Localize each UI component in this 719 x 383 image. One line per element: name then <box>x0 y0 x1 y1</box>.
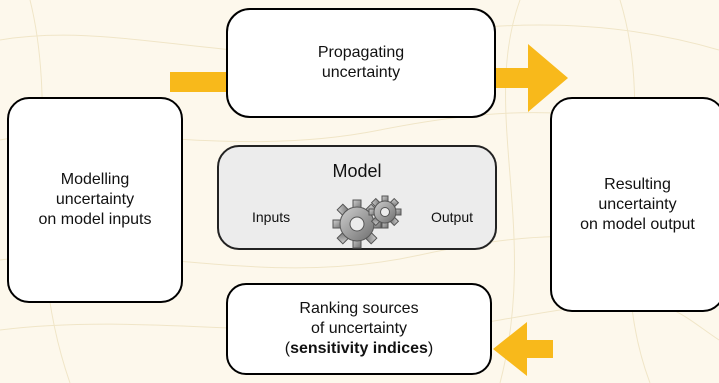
ranking-sources-box: Ranking sources of uncertainty (sensitiv… <box>226 283 492 375</box>
modelling-uncertainty-box: Modelling uncertainty on model inputs <box>7 97 183 303</box>
ranking-close-paren: ) <box>427 340 434 357</box>
propagating-line-1: Propagating <box>317 44 405 61</box>
ranking-line-3: (sensitivity indices) <box>285 339 434 359</box>
modelling-line-2: uncertainty <box>55 191 135 208</box>
modelling-line-1: Modelling <box>60 171 130 188</box>
resulting-line-1: Resulting <box>604 175 671 193</box>
arrow-to-resulting <box>494 44 568 112</box>
propagating-line-2: uncertainty <box>321 64 401 81</box>
ranking-line-2: of uncertainty <box>310 320 408 337</box>
model-inputs-label: Inputs <box>252 209 291 225</box>
arrow-to-ranking <box>493 322 553 376</box>
ranking-open-paren: ( <box>284 340 291 357</box>
resulting-line-2: uncertainty <box>598 195 677 213</box>
gears-icon <box>332 195 402 249</box>
model-title: Model <box>332 161 382 181</box>
sensitivity-indices-label: sensitivity indices <box>290 340 428 357</box>
modelling-line-3: on model inputs <box>38 211 152 228</box>
resulting-uncertainty-box: Resulting uncertainty on model output <box>550 97 719 312</box>
model-output-label: Output <box>430 209 473 225</box>
arrow-to-propagating <box>170 72 230 92</box>
propagating-uncertainty-box: Propagating uncertainty <box>226 8 496 118</box>
resulting-line-3: on model output <box>580 215 695 233</box>
model-box: Model Inputs <box>217 145 497 250</box>
ranking-line-1: Ranking sources <box>299 300 419 317</box>
